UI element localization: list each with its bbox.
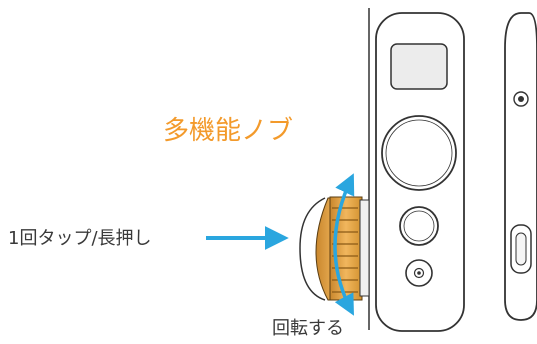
display-screen <box>390 43 448 90</box>
remote-side <box>504 12 537 321</box>
press-action-label: 1回タップ/長押し <box>8 228 152 249</box>
usb-c-port-icon <box>510 224 532 274</box>
knob-title: 多機能ノブ <box>163 116 294 146</box>
button-middle <box>399 206 439 246</box>
remote-front <box>375 12 465 332</box>
knob-front <box>381 115 457 191</box>
rotate-arrow <box>333 173 355 316</box>
rotate-action-label: 回転する <box>272 318 344 339</box>
